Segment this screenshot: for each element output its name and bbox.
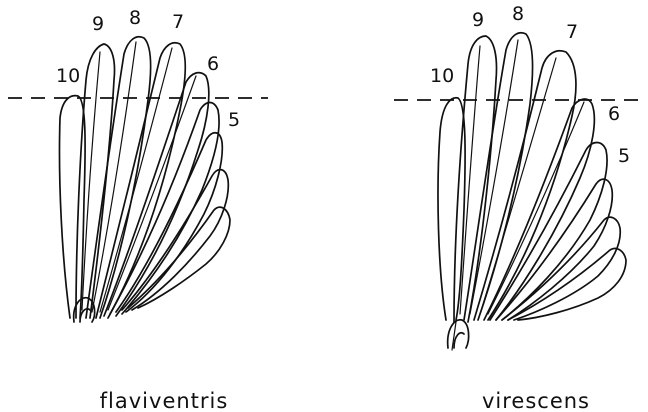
feather-label-7: 7 xyxy=(172,11,184,33)
feather-label-10: 10 xyxy=(56,65,80,87)
wing-drawing xyxy=(59,37,230,322)
feather-label-10: 10 xyxy=(430,65,454,87)
primary-feather-3 xyxy=(122,170,228,310)
species-caption: flaviventris xyxy=(100,389,229,412)
feather-label-5: 5 xyxy=(228,109,240,131)
wing-drawing xyxy=(438,33,626,350)
feather-label-9: 9 xyxy=(472,9,484,31)
primary-feather-10 xyxy=(438,98,465,320)
primary-feather-10 xyxy=(59,96,85,318)
feather-label-9: 9 xyxy=(92,13,104,35)
primary-feather-8 xyxy=(464,33,533,320)
panel-virescens: 10 9 8 7 6 5 virescens xyxy=(394,3,646,412)
feather-label-5: 5 xyxy=(618,145,630,167)
feather-label-6: 6 xyxy=(207,53,219,75)
primary-feather-7 xyxy=(96,43,185,318)
feather-label-8: 8 xyxy=(129,7,141,29)
feather-label-6: 6 xyxy=(608,103,620,125)
wing-base-curl xyxy=(448,320,469,348)
feather-label-7: 7 xyxy=(566,21,578,43)
primary-feather-2 xyxy=(128,207,230,308)
feather-label-8: 8 xyxy=(512,3,524,25)
species-caption: virescens xyxy=(482,389,590,412)
panel-flaviventris: 10 9 8 7 6 5 flaviventris xyxy=(8,7,268,412)
